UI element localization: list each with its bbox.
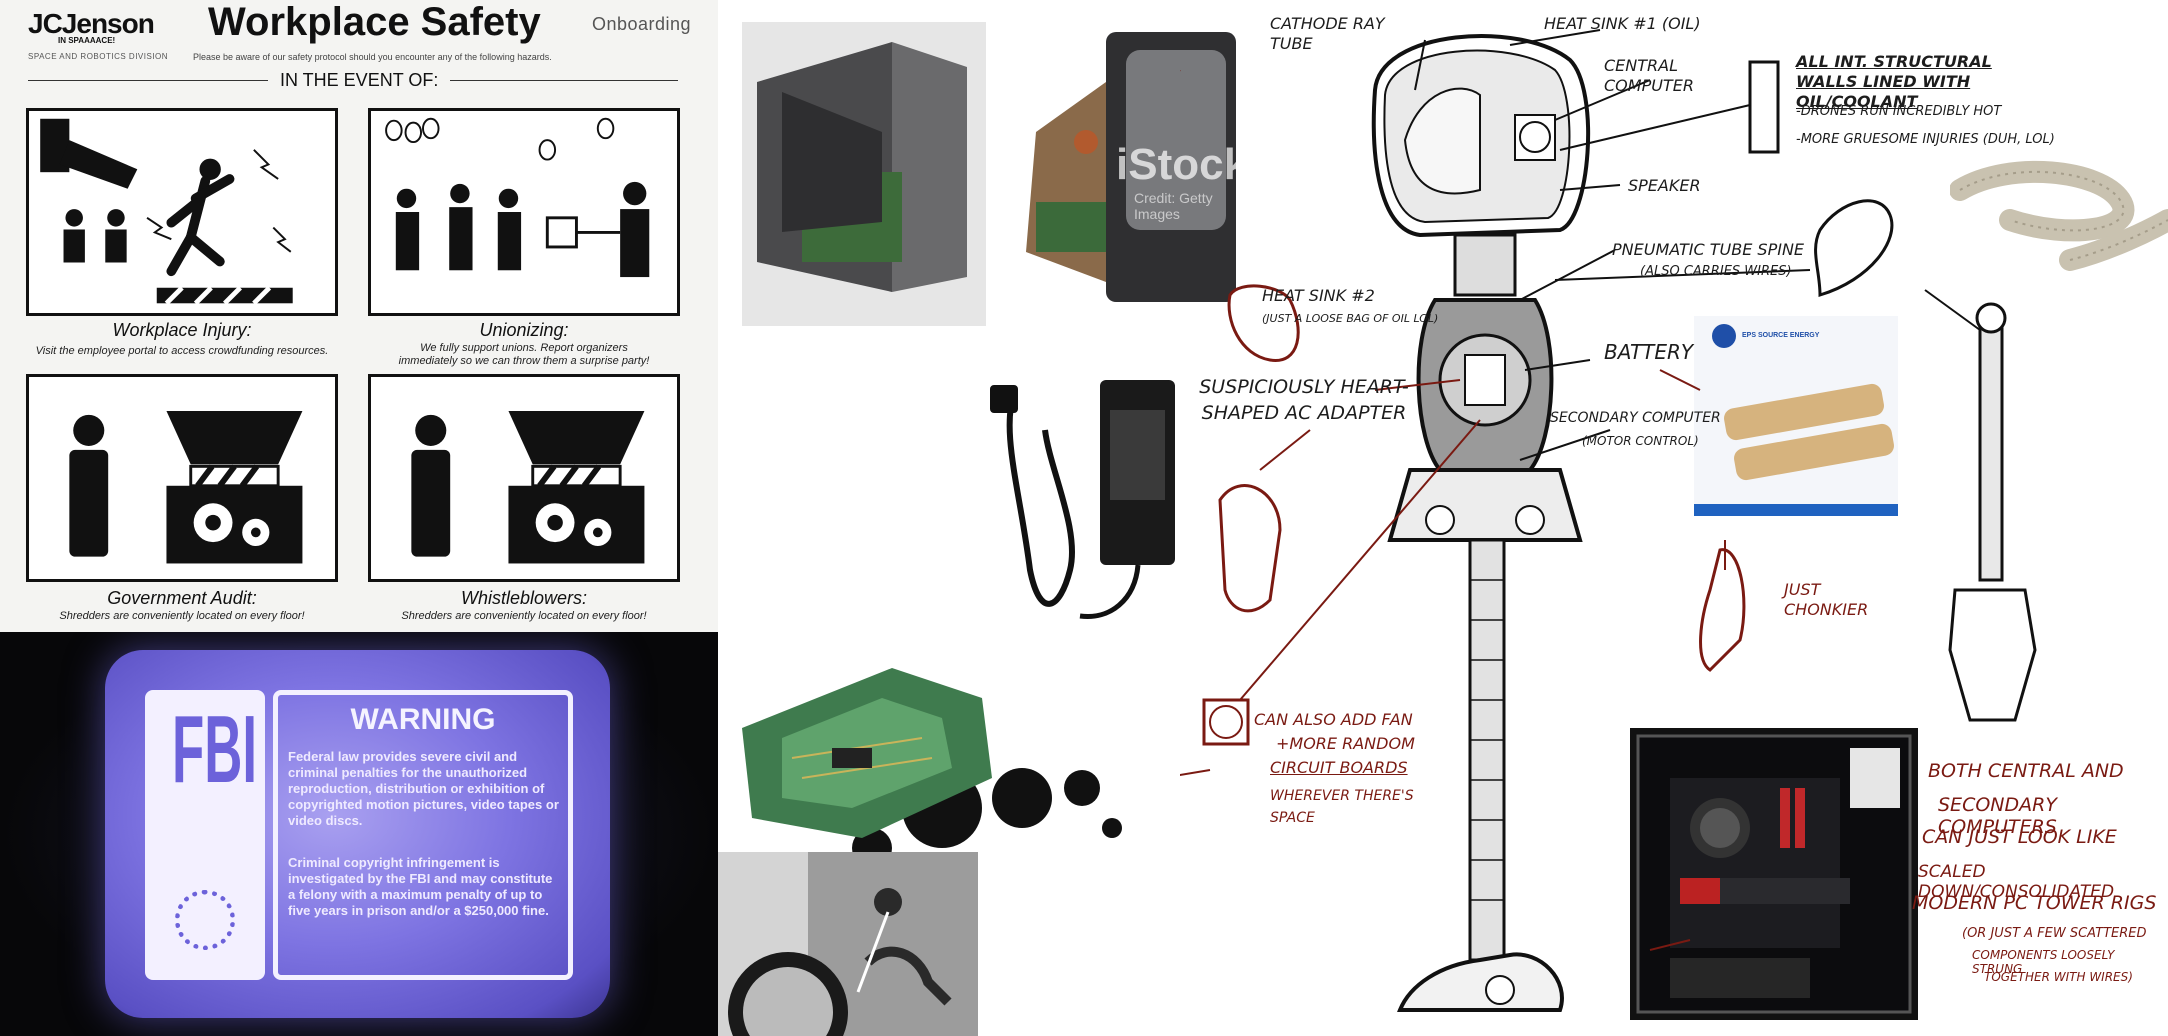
photo-circuit-boards	[722, 648, 1150, 866]
note-drones-hot: -DRONES RUN INCREDIBLY HOT	[1796, 104, 2002, 119]
photo-crt-tv-side	[742, 22, 986, 326]
label-add-fan: CAN ALSO ADD FAN	[1254, 710, 1413, 729]
label-circuit-boards: CIRCUIT BOARDS	[1270, 758, 1408, 777]
subcaption-unionizing: We fully support unions. Report organize…	[398, 342, 650, 367]
warning-paragraph-2: Criminal copyright infringement is inves…	[288, 855, 553, 918]
fbi-seal-icon	[175, 890, 235, 950]
note-motor-control: (MOTOR CONTROL)	[1582, 434, 1699, 448]
panel-unionizing	[368, 108, 680, 316]
label-secondary-computer: SECONDARY COMPUTER	[1550, 410, 1721, 426]
panel-government-audit	[26, 374, 338, 582]
label-just-chonkier: JUST CHONKIER	[1784, 580, 1869, 619]
division-label: SPACE AND ROBOTICS DIVISION	[28, 52, 169, 61]
label-both-central: BOTH CENTRAL AND	[1928, 760, 2124, 782]
poster-note: Please be aware of our safety protocol s…	[193, 52, 552, 62]
warning-box: WARNING Federal law provides severe civi…	[273, 690, 573, 980]
photo-crt-tv-open: iStock. Credit: Getty Images	[996, 22, 1246, 326]
fbi-letters: FBI	[172, 696, 258, 803]
panel-workplace-injury	[26, 108, 338, 316]
photo-hoses	[1950, 150, 2168, 305]
company-logo: JCJenson	[28, 8, 155, 39]
subcaption-whistleblowers: Shredders are conveniently located on ev…	[401, 610, 647, 622]
label-can-just-look: CAN JUST LOOK LIKE	[1922, 826, 2117, 848]
note-gruesome-injuries: -MORE GRUESOME INJURIES (DUH, LOL)	[1796, 132, 2055, 147]
label-structural-walls: ALL INT. STRUCTURAL WALLS LINED WITH OIL…	[1796, 52, 1992, 111]
unionizing-illustration	[385, 117, 650, 278]
fbi-warning-screen: FBI WARNING Federal law provides severe …	[0, 632, 718, 1036]
fbi-badge: FBI	[145, 690, 265, 980]
battery-brand: EPS SOURCE ENERGY	[1742, 332, 1820, 339]
label-heat-sink-2: HEAT SINK #2	[1262, 286, 1375, 305]
logo-tagline: IN SPAAAACE!	[58, 36, 116, 45]
caption-whistleblowers: Whistleblowers:	[460, 588, 588, 608]
subcaption-injury: Visit the employee portal to access crow…	[35, 345, 329, 357]
label-more-random: +MORE RANDOM	[1276, 734, 1415, 753]
warning-title: WARNING	[350, 703, 496, 736]
caption-unionizing: Unionizing:	[479, 320, 569, 340]
label-heat-sink-1: HEAT SINK #1 (OIL)	[1544, 14, 1701, 33]
note-scattered: (OR JUST A FEW SCATTERED	[1962, 926, 2147, 941]
label-ac-adapter: SUSPICIOUSLY HEART-SHAPED AC ADAPTER	[1199, 376, 1409, 424]
label-wherever: WHEREVER THERE'S	[1270, 788, 1414, 804]
label-battery: BATTERY	[1604, 340, 1694, 364]
photo-ac-adapter	[990, 370, 1180, 626]
caption-injury: Workplace Injury:	[112, 320, 252, 340]
shredder-illustration	[69, 410, 303, 564]
safety-poster: JCJenson IN SPAAAACE! SPACE AND ROBOTICS…	[0, 0, 718, 632]
label-central-computer: CENTRAL COMPUTER	[1604, 56, 1694, 95]
drone-cutaway-diagram	[1180, 29, 2037, 1012]
label-pneumatic-spine: PNEUMATIC TUBE SPINE	[1612, 240, 1805, 259]
label-speaker: SPEAKER	[1628, 176, 1701, 195]
photo-battery: EPS SOURCE ENERGY	[1694, 316, 1898, 516]
shredder-illustration	[411, 410, 645, 564]
label-secondary-computers: SECONDARY COMPUTERS	[1938, 794, 2057, 838]
warning-paragraph-1: Federal law provides severe civil and cr…	[288, 749, 559, 828]
poster-title: Workplace Safety	[208, 0, 541, 44]
label-scaled-down: SCALED DOWN/CONSOLIDATED	[1918, 862, 2115, 902]
event-header: IN THE EVENT OF:	[268, 70, 451, 91]
caption-government-audit: Government Audit:	[107, 588, 257, 608]
note-carries-wires: (ALSO CARRIES WIRES)	[1640, 264, 1792, 279]
subcaption-government-audit: Shredders are conveniently located on ev…	[59, 610, 305, 622]
label-space: SPACE	[1270, 810, 1315, 826]
injury-illustration	[40, 118, 293, 306]
note-loosely-strung: COMPONENTS LOOSELY STRUNG	[1972, 948, 2115, 976]
poster-tag: Onboarding	[592, 14, 692, 34]
label-cathode-ray-tube: CATHODE RAY TUBE	[1270, 14, 1385, 53]
photo-pc-tower	[1630, 728, 1918, 1020]
watermark-text: iStock.	[1116, 140, 1246, 189]
crt-screen: FBI WARNING Federal law provides severe …	[105, 650, 610, 1018]
photo-cartoon-still	[718, 852, 978, 1036]
note-together-wires: TOGETHER WITH WIRES)	[1984, 970, 2133, 984]
note-loose-bag: (JUST A LOOSE BAG OF OIL LOL)	[1262, 312, 1439, 325]
label-modern-pc: MODERN PC TOWER RIGS	[1912, 892, 2157, 914]
panel-whistleblowers	[368, 374, 680, 582]
watermark-credit: Credit: Getty Images	[1134, 190, 1213, 222]
